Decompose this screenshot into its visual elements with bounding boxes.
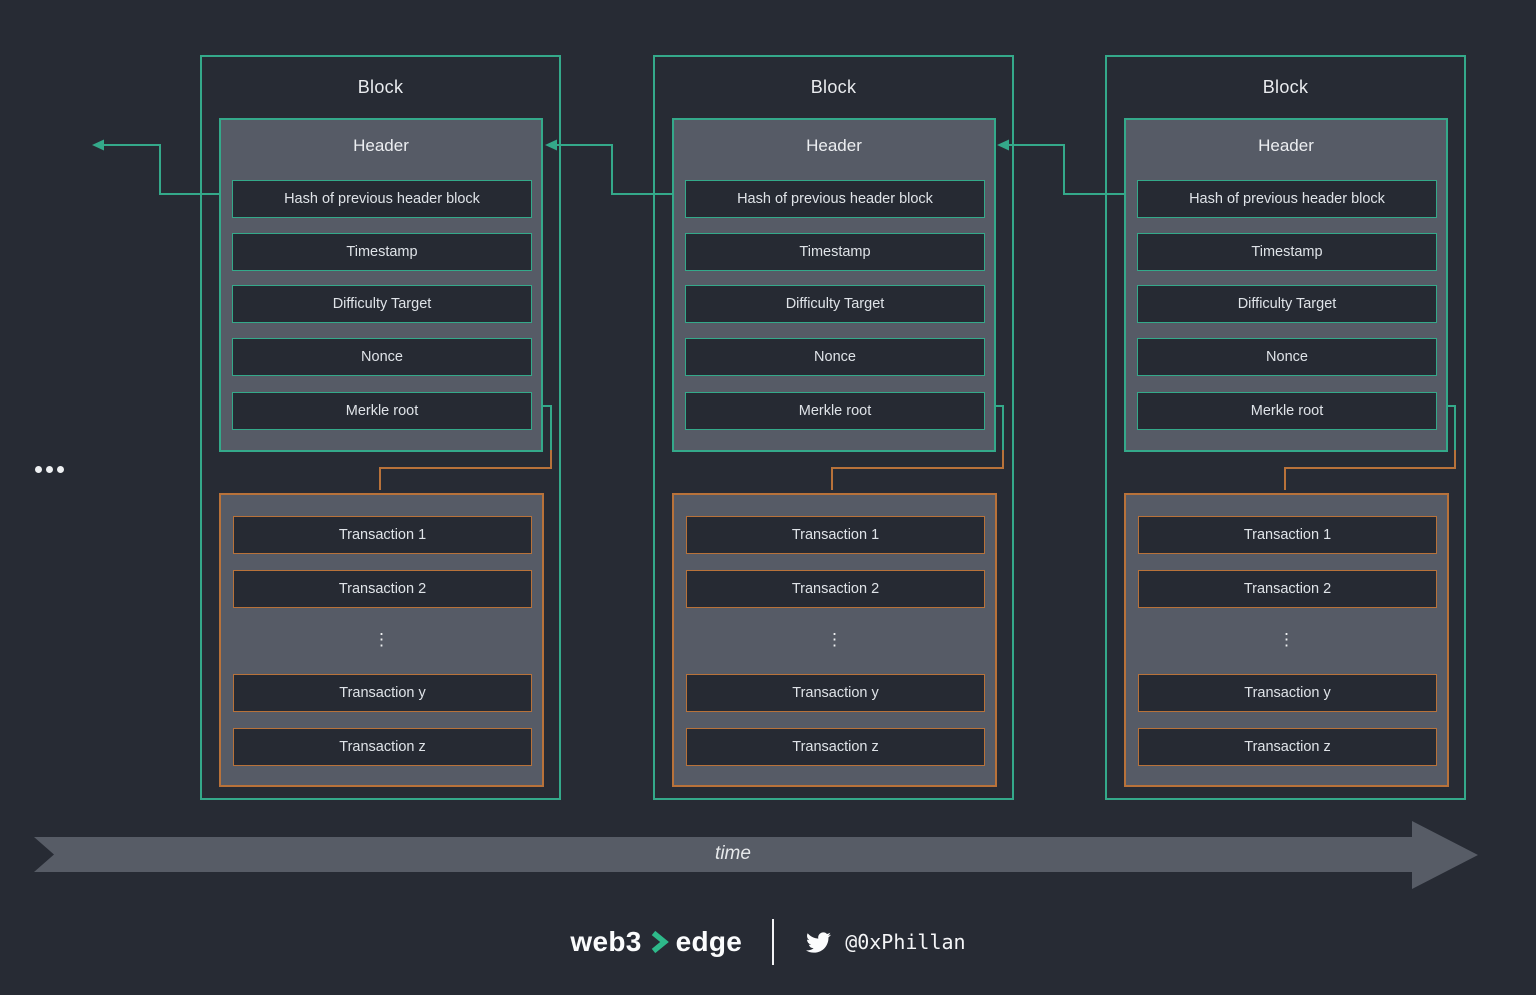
twitter-bird-icon (804, 930, 833, 955)
field-nonce: Nonce (232, 338, 532, 376)
block-title: Block (1262, 77, 1309, 97)
transaction-row: Transaction y (233, 674, 532, 712)
dot (35, 466, 42, 473)
field-nonce: Nonce (685, 338, 985, 376)
transaction-row: Transaction 2 (233, 570, 532, 608)
header-title: Header (806, 136, 862, 155)
transaction-row: Transaction 2 (686, 570, 985, 608)
block-node-1: Block Header Hash of previous header blo… (200, 55, 561, 800)
field-merkle-root: Merkle root (685, 392, 985, 430)
arrowhead-left-icon (92, 139, 104, 151)
field-hash-prev: Hash of previous header block (685, 180, 985, 218)
header-panel: Header Hash of previous header block Tim… (672, 118, 996, 452)
transaction-row: Transaction 1 (686, 516, 985, 554)
field-hash-prev: Hash of previous header block (232, 180, 532, 218)
field-difficulty-target: Difficulty Target (685, 285, 985, 323)
transaction-row: Transaction z (686, 728, 985, 766)
brand-web3: web3 (570, 926, 642, 957)
header-panel: Header Hash of previous header block Tim… (1124, 118, 1448, 452)
field-timestamp: Timestamp (232, 233, 532, 271)
field-timestamp: Timestamp (1137, 233, 1437, 271)
transactions-panel: Transaction 1 Transaction 2 ⋮ Transactio… (219, 493, 544, 787)
field-difficulty-target: Difficulty Target (1137, 285, 1437, 323)
field-timestamp: Timestamp (685, 233, 985, 271)
footer-divider (772, 919, 775, 965)
brand-edge: edge (675, 926, 743, 957)
transactions-ellipsis: ⋮ (826, 630, 843, 649)
header-title: Header (353, 136, 409, 155)
transactions-panel: Transaction 1 Transaction 2 ⋮ Transactio… (672, 493, 997, 787)
field-hash-prev: Hash of previous header block (1137, 180, 1437, 218)
transaction-row: Transaction z (1138, 728, 1437, 766)
transactions-ellipsis: ⋮ (1278, 630, 1295, 649)
dot (57, 466, 64, 473)
block-node-3: Block Header Hash of previous header blo… (1105, 55, 1466, 800)
header-panel: Header Hash of previous header block Tim… (219, 118, 543, 452)
transactions-panel: Transaction 1 Transaction 2 ⋮ Transactio… (1124, 493, 1449, 787)
time-axis-label: time (715, 843, 751, 864)
field-merkle-root: Merkle root (1137, 392, 1437, 430)
block-node-2: Block Header Hash of previous header blo… (653, 55, 1014, 800)
header-title: Header (1258, 136, 1314, 155)
transaction-row: Transaction 1 (233, 516, 532, 554)
transaction-row: Transaction 2 (1138, 570, 1437, 608)
transactions-ellipsis: ⋮ (373, 630, 390, 649)
transaction-row: Transaction y (686, 674, 985, 712)
block-title: Block (810, 77, 857, 97)
transaction-row: Transaction 1 (1138, 516, 1437, 554)
footer-branding: web3 edge @0xPhillan (0, 914, 1536, 970)
twitter-handle: @0xPhillan (845, 930, 966, 954)
ellipsis-dots-icon (35, 466, 64, 473)
dot (46, 466, 53, 473)
field-nonce: Nonce (1137, 338, 1437, 376)
field-merkle-root: Merkle root (232, 392, 532, 430)
chevron-right-icon (649, 928, 669, 956)
block-title: Block (357, 77, 404, 97)
field-difficulty-target: Difficulty Target (232, 285, 532, 323)
transaction-row: Transaction y (1138, 674, 1437, 712)
transaction-row: Transaction z (233, 728, 532, 766)
